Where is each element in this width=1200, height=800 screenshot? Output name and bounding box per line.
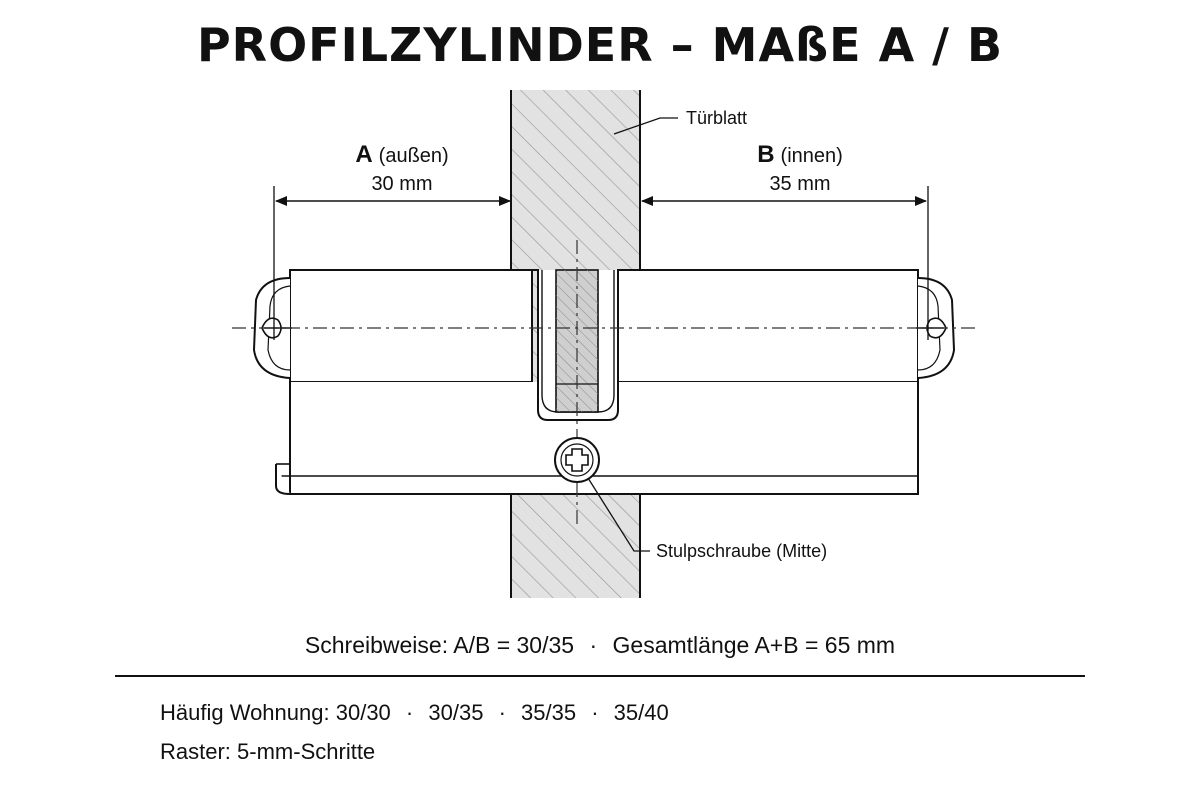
screw-label: Stulpschraube (Mitte) <box>656 541 827 561</box>
door-leader-line <box>613 117 678 135</box>
notation-formula: A/B = 30/35 <box>453 632 575 658</box>
total-length: Gesamtlänge A+B = 65 mm <box>612 632 896 658</box>
grid-label: Raster: <box>160 739 231 764</box>
dimension-b-side: (innen) <box>781 145 843 167</box>
notation-separator: · <box>589 632 598 658</box>
divider <box>115 675 1085 677</box>
common-size-item: 35/40 <box>613 700 669 725</box>
screw-leader-line <box>587 477 650 552</box>
common-size-item: 30/30 <box>335 700 391 725</box>
dimension-a-value: 30 mm <box>371 173 432 195</box>
notation-label: Schreibweise: <box>304 632 449 658</box>
cylinder-body <box>275 269 919 495</box>
dimension-a-label: A (außen) <box>355 141 448 168</box>
grid-note: Raster: 5-mm-Schritte <box>160 739 375 765</box>
grid-value: 5-mm-Schritte <box>237 739 376 764</box>
dimension-b-value: 35 mm <box>769 173 830 195</box>
common-size-item: 30/35 <box>428 700 484 725</box>
notation-summary: Schreibweise: A/B = 30/35 · Gesamtlänge … <box>0 632 1200 659</box>
common-sizes-label: Häufig Wohnung: <box>160 700 330 725</box>
dimension-b-label: B (innen) <box>757 141 843 168</box>
diagram-title: PROFILZYLINDER – MAßE A / B <box>196 18 1004 72</box>
cam-slot <box>532 269 619 421</box>
dimension-a-side: (außen) <box>379 145 449 167</box>
common-size-separator: · <box>405 700 414 725</box>
dimension-b-letter: B <box>757 141 774 168</box>
common-size-separator: · <box>591 700 599 725</box>
screw-icon <box>554 437 600 483</box>
door-label: Türblatt <box>686 108 747 128</box>
common-sizes-note: Häufig Wohnung: 30/30 · 30/35 · 35/35 · … <box>160 700 669 726</box>
extension-lines <box>273 186 929 340</box>
dimension-a-letter: A <box>355 141 372 168</box>
common-size-item: 35/35 <box>521 700 577 725</box>
common-size-separator: · <box>498 700 506 725</box>
